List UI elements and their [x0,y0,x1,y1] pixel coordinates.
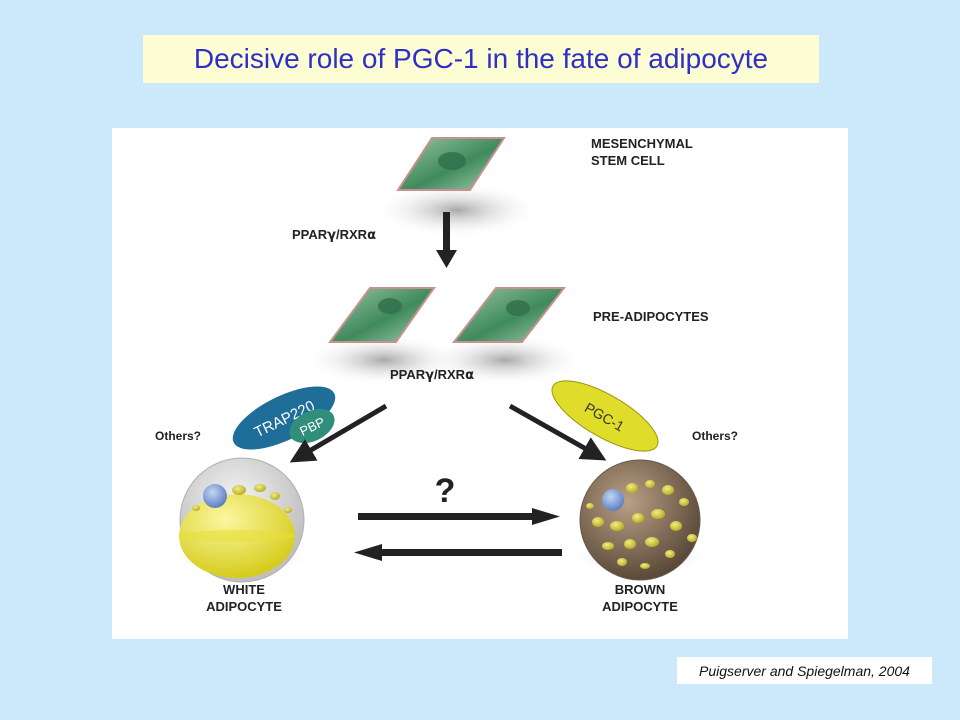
citation-box: Puigserver and Spiegelman, 2004 [677,657,932,684]
pgc1-oval: PGC-1 [551,380,659,452]
white-adipocyte-label-line2: ADIPOCYTE [206,599,282,614]
pre-adipocyte-left-shape [304,287,464,386]
white-adipocyte-shape [172,457,312,583]
pparg-rxra-label-middle: PPARγ/RXRα [390,367,474,383]
others-right-label: Others? [692,429,738,443]
brown-adipocyte-label-line2: ADIPOCYTE [602,599,678,614]
arrow-to-brown [508,403,607,461]
diagram-svg: MESENCHYMAL STEM CELL PPARγ/RXRα PRE-ADI… [155,136,738,614]
brown-adipocyte-label-line1: BROWN [615,582,666,597]
title-box: Decisive role of PGC-1 in the fate of ad… [143,35,819,83]
arrow-white-to-brown [358,508,560,525]
down-arrow [436,212,457,268]
pre-adipocyte-right-shape [425,287,585,386]
brown-adipocyte-shape [570,459,710,581]
pre-adipocytes-label: PRE-ADIPOCYTES [593,309,709,324]
pparg-rxra-label-top: PPARγ/RXRα [292,227,376,243]
citation: Puigserver and Spiegelman, 2004 [699,662,910,679]
pbp-oval: PBP [289,408,335,444]
arrow-to-white [289,403,388,463]
stem-cell-shape [372,137,542,238]
stem-cell-label-line2: STEM CELL [591,153,665,168]
others-left-label: Others? [155,429,201,443]
stem-cell-label-line1: MESENCHYMAL [591,136,693,151]
question-mark: ? [435,472,456,510]
arrow-brown-to-white [354,544,562,561]
diagram-figure: MESENCHYMAL STEM CELL PPARγ/RXRα PRE-ADI… [112,128,848,639]
white-adipocyte-label-line1: WHITE [223,582,265,597]
slide-title: Decisive role of PGC-1 in the fate of ad… [193,43,769,74]
